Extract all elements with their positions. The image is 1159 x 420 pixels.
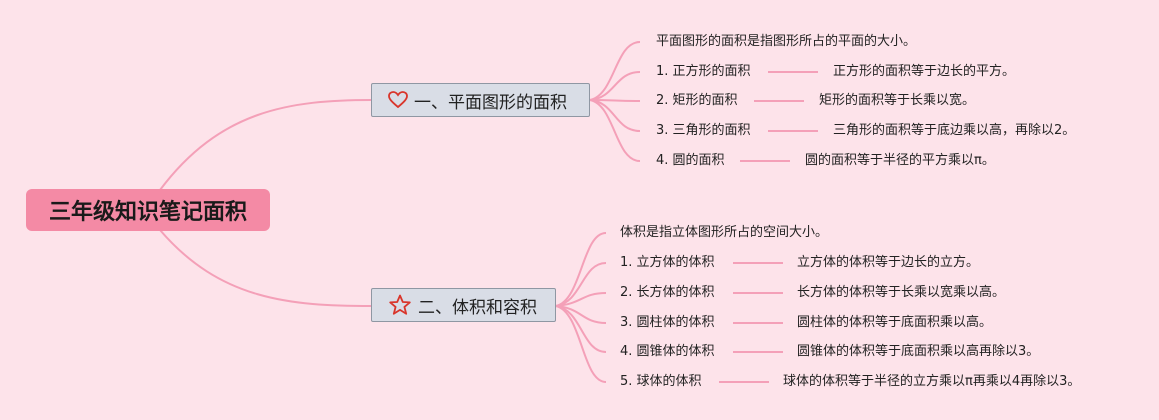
branch-2-item-4-label: 4. 圆锥体的体积 [620,344,715,359]
root-label: 三年级知识笔记面积 [48,200,247,225]
branch-2-item-5-label: 5. 球体的体积 [620,374,702,389]
branch-2-intro: 体积是指立体图形所占的空间大小。 [620,225,829,240]
branch-2-link-item-2 [555,292,607,307]
root-to-branch-1-line [159,99,373,191]
branch-1-intro: 平面图形的面积是指图形所占的平面的大小。 [656,34,917,49]
branch-2-item-3-desc: 圆柱体的体积等于底面积乘以高。 [797,315,993,330]
branch-2-label: 二、体积和容积 [418,297,537,318]
branch-node-plane-area[interactable]: 一、平面图形的面积 [371,83,590,117]
branch-1-link-item-3 [589,99,641,132]
branch-1-item-2-desc: 矩形的面积等于长乘以宽。 [819,93,976,108]
branch-1-item-3-desc: 三角形的面积等于底边乘以高，再除以2。 [833,123,1076,138]
branch-node-volume-capacity[interactable]: 二、体积和容积 [371,288,556,322]
heart-icon [388,91,408,109]
branch-1-item-4-desc: 圆的面积等于半径的平方乘以π。 [805,153,995,168]
branch-1-link-intro [589,41,641,101]
branch-2-item-4-desc: 圆锥体的体积等于底面积乘以高再除以3。 [797,344,1040,359]
root-node[interactable]: 三年级知识笔记面积 [26,189,270,231]
branch-2-item-2-label: 2. 长方体的体积 [620,285,715,300]
branch-1-item-1-label: 1. 正方形的面积 [656,64,751,79]
branch-1-link-item-1 [589,71,641,101]
branch-2-link-item-1 [555,262,607,307]
star-icon [389,294,411,315]
branch-2-link-item-4 [555,305,607,353]
branch-2-item-1-label: 1. 立方体的体积 [620,255,715,270]
branch-2-item-5-desc: 球体的体积等于半径的立方乘以π再乘以4再除以3。 [783,374,1081,389]
branch-1-item-1-desc: 正方形的面积等于边长的平方。 [833,64,1016,79]
branch-2-link-item-5 [555,305,607,383]
branch-1-item-4-label: 4. 圆的面积 [656,153,725,168]
branch-2-link-intro [555,232,607,307]
branch-1-item-3-label: 3. 三角形的面积 [656,123,751,138]
branch-1-label: 一、平面图形的面积 [414,92,567,113]
branch-2-item-2-desc: 长方体的体积等于长乘以宽乘以高。 [797,285,1006,300]
branch-2-item-3-label: 3. 圆柱体的体积 [620,315,715,330]
branch-2-item-1-desc: 立方体的体积等于边长的立方。 [797,255,980,270]
branch-1-link-item-4 [589,99,641,162]
branch-1-item-2-label: 2. 矩形的面积 [656,93,738,108]
root-to-branch-2-line [159,229,373,307]
